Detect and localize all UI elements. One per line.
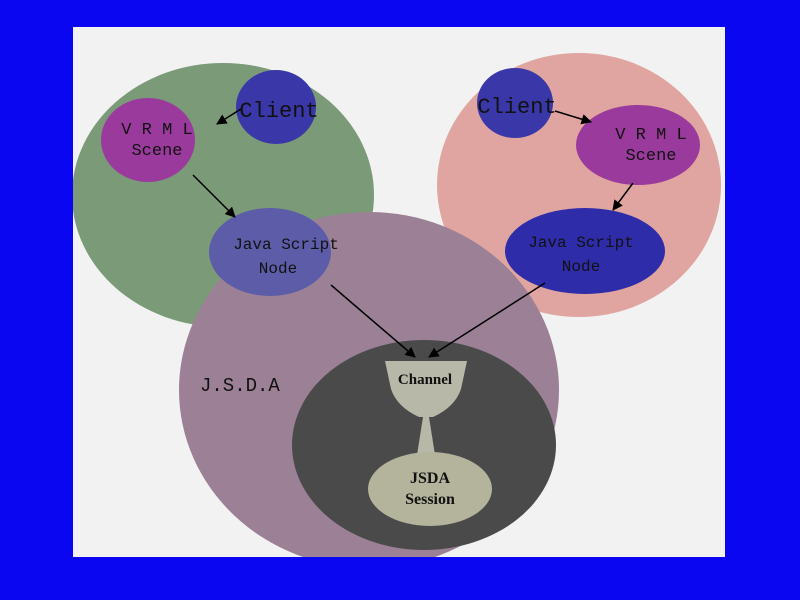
channel-stem bbox=[417, 417, 435, 455]
arrow-right-client-to-scene bbox=[554, 110, 593, 125]
jsda-architecture-diagram: Client V R M L Scene Java Script Node Cl… bbox=[73, 53, 721, 557]
right-client-label: Client bbox=[477, 95, 556, 120]
right-script-label-line1: Java Script bbox=[528, 234, 634, 252]
right-scene-label-line2: Scene bbox=[625, 147, 676, 166]
arrow-right-scene-to-script bbox=[612, 182, 634, 211]
arrow-right-script-to-channel bbox=[428, 282, 546, 358]
left-script-label-line1: Java Script bbox=[233, 236, 339, 254]
left-scene-label-line1: V R M L bbox=[121, 121, 192, 140]
channel-cup bbox=[385, 361, 467, 417]
jsda-label: J.S.D.A bbox=[200, 375, 280, 397]
right-script-label-line2: Node bbox=[562, 258, 600, 276]
session-label-line1: JSDA bbox=[410, 470, 450, 487]
arrow-left-scene-to-script bbox=[192, 174, 236, 218]
right-vrml-scene-node bbox=[576, 105, 700, 185]
arrow-left-script-to-channel bbox=[330, 284, 416, 358]
left-client-label: Client bbox=[239, 99, 318, 124]
right-client-node bbox=[477, 68, 553, 138]
left-scene-label-line2: Scene bbox=[131, 142, 182, 161]
jsda-session-node bbox=[368, 452, 492, 526]
channel-label: Channel bbox=[398, 372, 452, 388]
diagram-panel: Client V R M L Scene Java Script Node Cl… bbox=[73, 27, 725, 557]
arrow-left-client-to-scene bbox=[216, 108, 242, 125]
left-script-label-line2: Node bbox=[259, 260, 297, 278]
left-client-node bbox=[236, 70, 316, 144]
session-label-line2: Session bbox=[405, 491, 455, 508]
right-scene-label-line1: V R M L bbox=[615, 126, 686, 145]
left-javascript-node bbox=[209, 208, 331, 296]
right-javascript-node bbox=[505, 208, 665, 294]
left-vrml-scene-node bbox=[101, 98, 195, 182]
